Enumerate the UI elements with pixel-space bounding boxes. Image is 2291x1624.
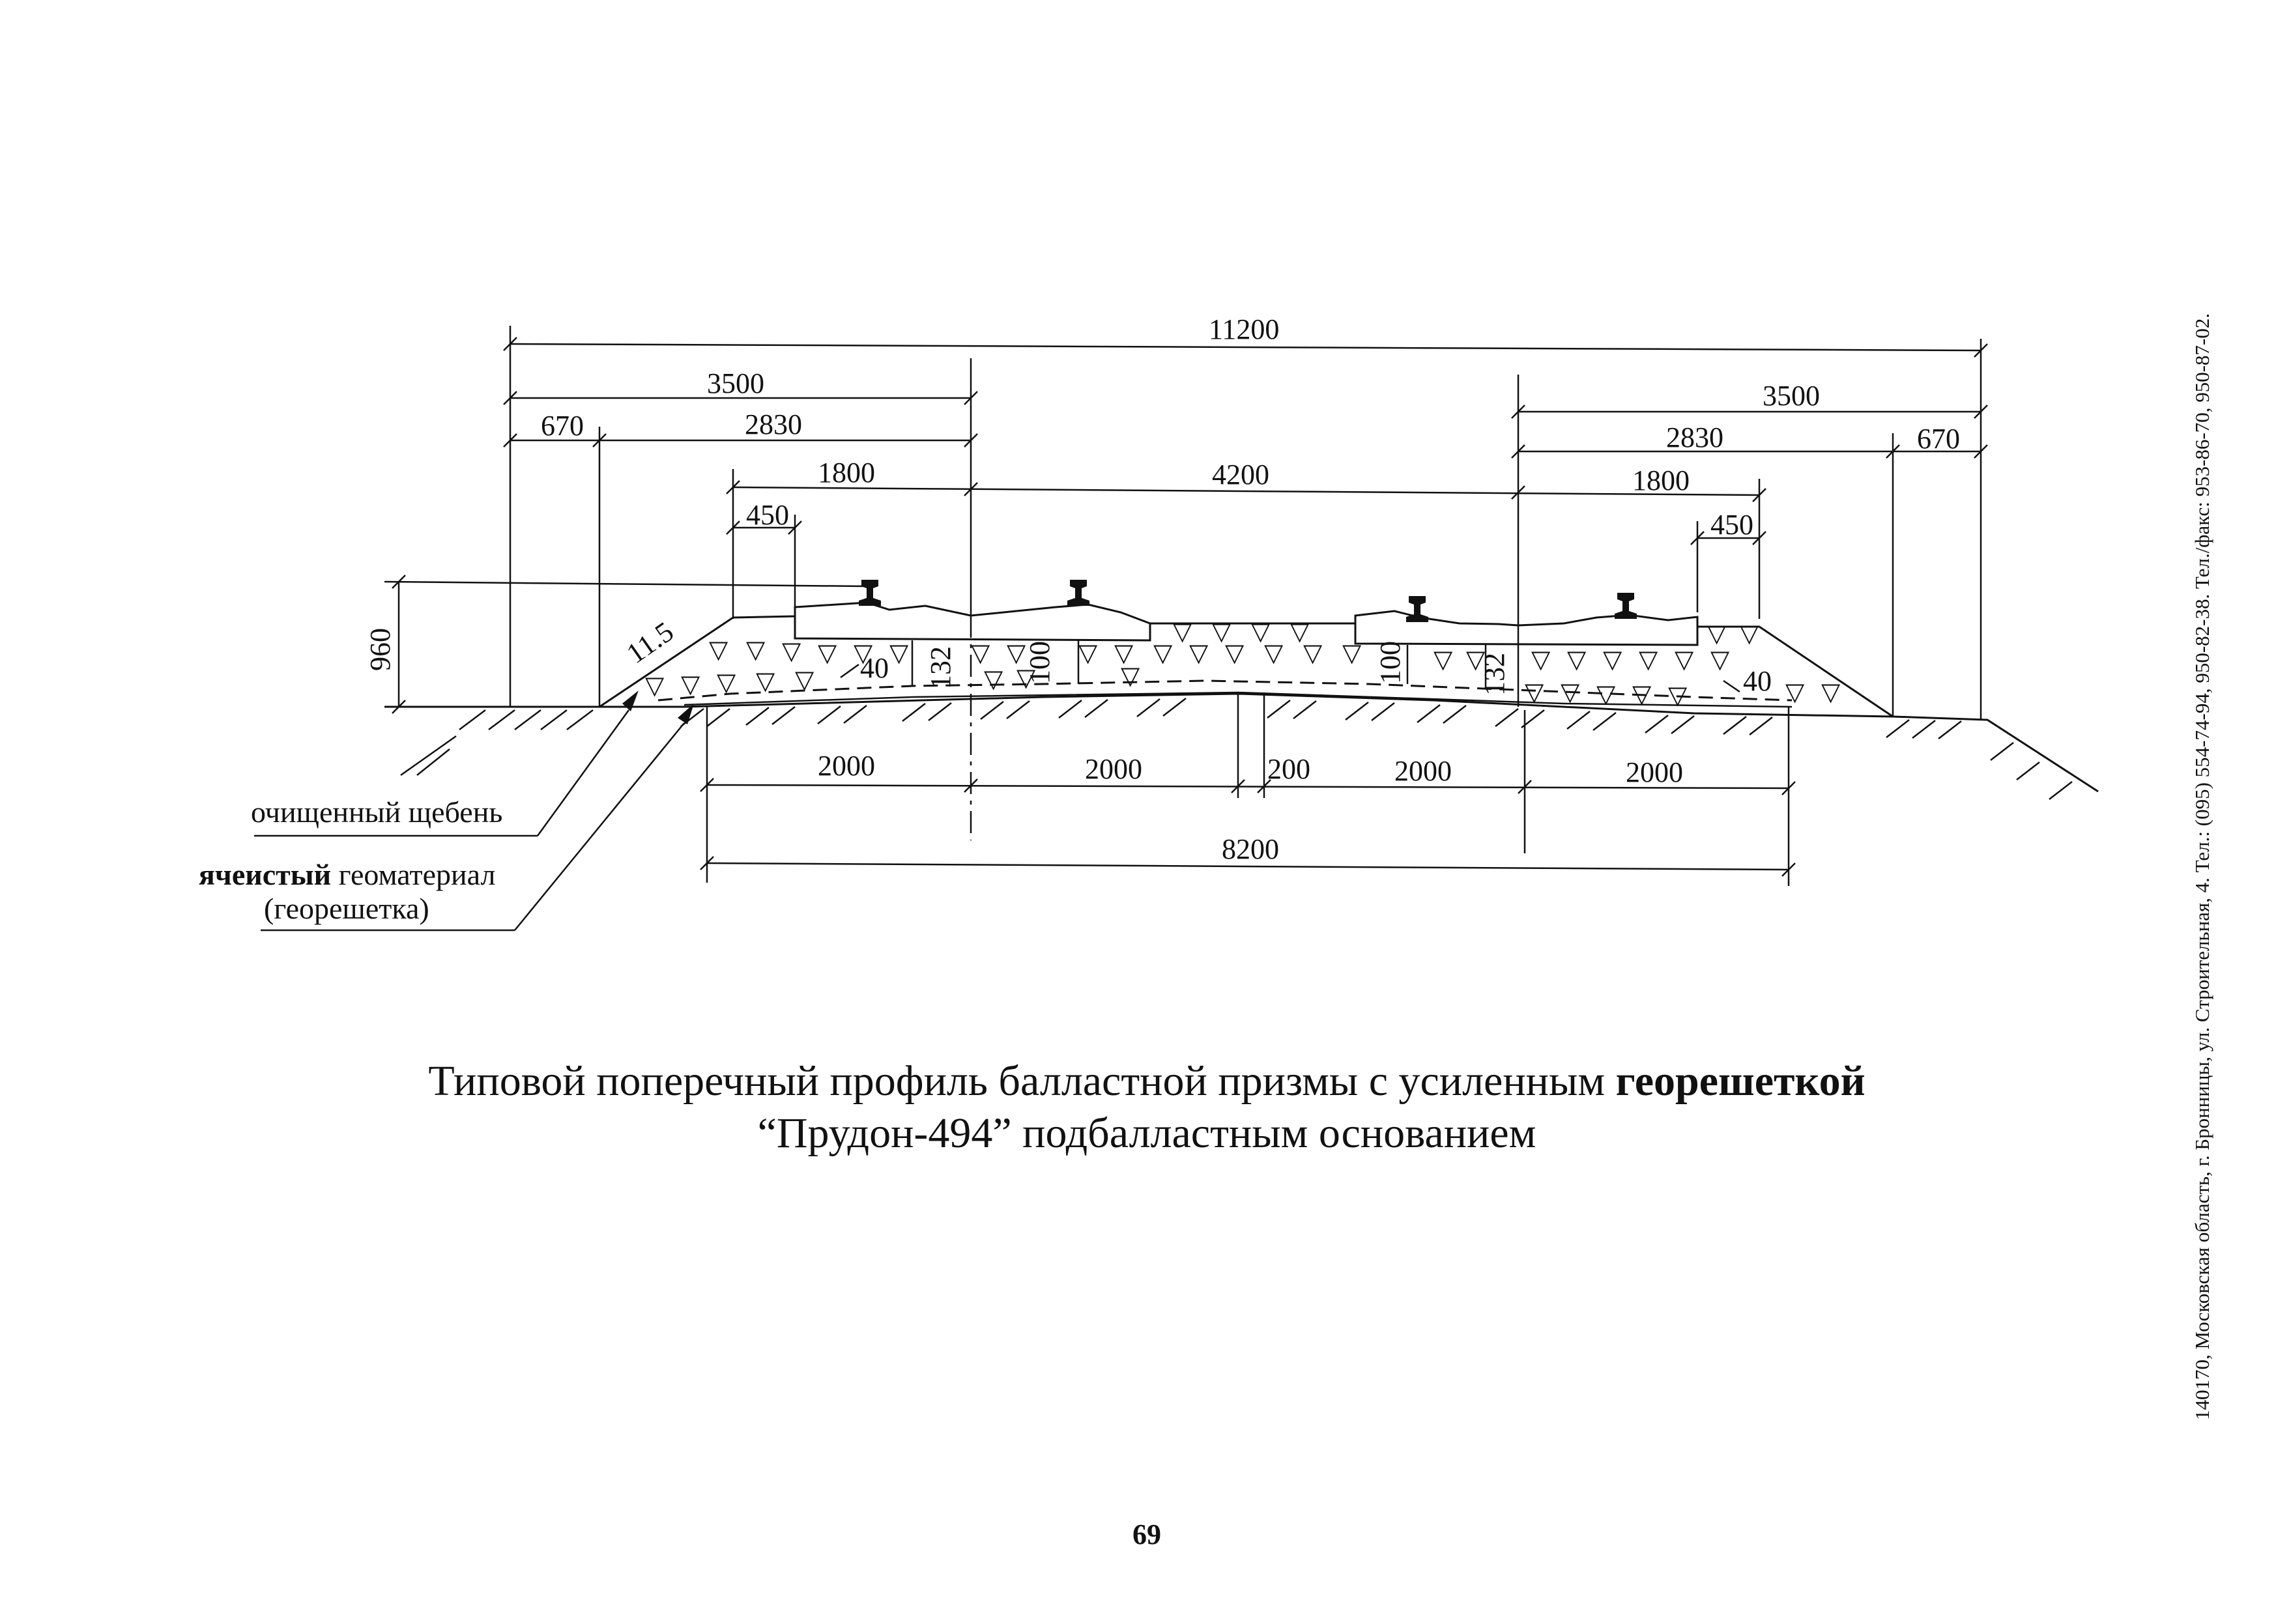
dim-1800-left: 1800 (818, 457, 875, 489)
dim-bottom-200: 200 (1267, 753, 1310, 785)
svg-text:▽: ▽ (1290, 617, 1310, 646)
rail-icon (859, 580, 881, 606)
dim-670-left: 670 (541, 410, 584, 442)
rail-icons (859, 580, 1637, 622)
svg-text:▽: ▽ (1603, 645, 1622, 674)
svg-text:▽: ▽ (1153, 638, 1173, 667)
label-cleaned-ballast: очищенный щебень (251, 795, 502, 829)
svg-text:▽: ▽ (1821, 677, 1841, 706)
svg-text:▽: ▽ (1707, 619, 1727, 648)
svg-text:▽: ▽ (1525, 677, 1544, 706)
dim-3500-left: 3500 (707, 367, 764, 399)
svg-text:▽: ▽ (1596, 679, 1616, 708)
svg-text:▽: ▽ (717, 668, 736, 696)
svg-text:▽: ▽ (1225, 638, 1245, 667)
dim-3500-right: 3500 (1763, 380, 1820, 412)
svg-text:▽: ▽ (1668, 681, 1688, 709)
svg-text:▽: ▽ (1212, 617, 1232, 646)
svg-text:▽: ▽ (1434, 645, 1453, 674)
svg-text:▽: ▽ (1740, 619, 1759, 648)
page-number: 69 (1132, 1518, 1161, 1550)
svg-text:▽: ▽ (1121, 661, 1140, 690)
dim-100-center-right: 100 (1374, 641, 1406, 684)
dim-2830-right: 2830 (1666, 421, 1723, 453)
svg-text:▽: ▽ (1173, 617, 1192, 646)
dim-40-left: 40 (860, 652, 889, 684)
svg-text:▽: ▽ (782, 636, 801, 665)
dim-bottom-2000-3: 2000 (1394, 755, 1452, 787)
dim-132-left: 132 (925, 646, 957, 689)
dim-bottom-8200: 8200 (1222, 833, 1279, 865)
label-geomaterial: ячеистый геоматериал (199, 858, 495, 891)
svg-text:▽: ▽ (709, 635, 728, 664)
svg-text:▽: ▽ (889, 638, 909, 667)
dim-bottom-2000-4: 2000 (1626, 756, 1683, 788)
ballast-pattern: ▽▽ ▽▽ ▽▽ ▽▽ ▽▽ ▽▽ ▽▽ ▽▽ ▽▽ ▽▽ ▽▽ ▽▽ ▽▽ ▽… (645, 617, 1841, 709)
svg-text:▽: ▽ (1303, 638, 1323, 667)
rail-icon (1406, 596, 1428, 622)
svg-text:▽: ▽ (756, 666, 775, 695)
dim-slope: 11.5 (621, 616, 680, 670)
svg-text:▽: ▽ (1251, 617, 1271, 646)
svg-text:▽: ▽ (818, 638, 837, 667)
dim-bottom-2000-1: 2000 (818, 750, 875, 782)
dim-100-center-left: 100 (1024, 641, 1056, 684)
dim-1800-right: 1800 (1632, 464, 1690, 496)
sidebar-contact: 140170, Московская область, г. Бронницы,… (2183, 215, 2222, 1420)
svg-text:▽: ▽ (1567, 645, 1587, 674)
svg-text:▽: ▽ (1007, 638, 1026, 667)
svg-text:▽: ▽ (746, 635, 766, 664)
caption-line-2: “Прудон-494” подбалластным основанием (757, 1109, 1536, 1157)
svg-text:▽: ▽ (1466, 645, 1486, 674)
dim-450-right: 450 (1710, 509, 1753, 541)
label-geogrid: (георешетка) (264, 892, 429, 925)
svg-text:▽: ▽ (971, 638, 990, 667)
svg-text:▽: ▽ (1639, 645, 1658, 674)
caption-line-1: Типовой поперечный профиль балластной пр… (428, 1057, 1866, 1105)
dim-960: 960 (364, 628, 396, 671)
svg-text:▽: ▽ (1078, 638, 1098, 667)
ground-hatching (400, 698, 2073, 800)
dim-450-left: 450 (746, 499, 789, 531)
svg-text:▽: ▽ (1264, 638, 1284, 667)
svg-text:▽: ▽ (984, 664, 1003, 693)
top-dimensions: 11200 3500 3500 670 2830 2830 670 1800 4… (364, 313, 1988, 720)
svg-text:▽: ▽ (854, 638, 873, 667)
bottom-dimensions: 2000 2000 200 2000 2000 8200 (700, 616, 1796, 886)
svg-text:▽: ▽ (681, 670, 700, 698)
dim-11200: 11200 (1209, 313, 1279, 345)
svg-text:▽: ▽ (795, 665, 814, 694)
dim-132-right: 132 (1478, 653, 1510, 696)
rail-icon (1615, 593, 1637, 619)
svg-text:▽: ▽ (1342, 638, 1362, 667)
svg-text:▽: ▽ (1785, 677, 1805, 706)
geogrid-line (657, 679, 1793, 702)
svg-text:▽: ▽ (1632, 679, 1652, 708)
svg-text:▽: ▽ (1114, 638, 1134, 667)
ballast-prism: 132 100 100 132 11.5 40 40 ▽▽ ▽▽ ▽▽ ▽▽ ▽… (384, 580, 2099, 793)
sidebar-contact-text: 140170, Московская область, г. Бронницы,… (2191, 313, 2213, 1420)
dim-670-right: 670 (1917, 423, 1960, 455)
rail-icon (1067, 580, 1089, 606)
svg-text:▽: ▽ (1016, 663, 1036, 692)
dim-bottom-2000-2: 2000 (1085, 753, 1142, 785)
dim-40-right: 40 (1743, 665, 1772, 697)
figure-caption: Типовой поперечный профиль балластной пр… (404, 1055, 1890, 1160)
svg-text:▽: ▽ (1531, 645, 1551, 674)
svg-text:▽: ▽ (1675, 645, 1694, 674)
svg-text:▽: ▽ (645, 671, 665, 700)
dim-2830-left: 2830 (745, 408, 802, 440)
svg-text:▽: ▽ (1189, 638, 1209, 667)
dim-4200: 4200 (1212, 459, 1269, 491)
svg-text:▽: ▽ (1561, 677, 1580, 706)
svg-text:▽: ▽ (1710, 645, 1730, 674)
leader-labels: очищенный щебень ячеистый геоматериал (г… (199, 709, 685, 932)
